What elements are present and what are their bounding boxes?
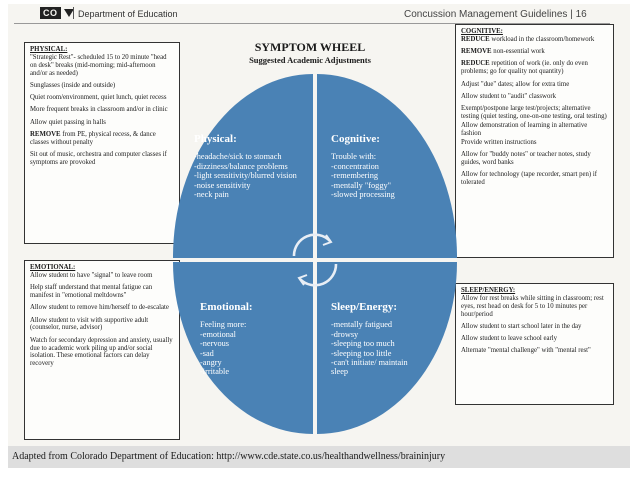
source-caption: Adapted from Colorado Department of Educ… [8,446,630,468]
quadrant-heading: Sleep/Energy: [331,301,397,313]
department-name: Department of Education [78,9,178,19]
panel-item: REMOVE non-essential work [461,48,608,56]
panel-item: Allow quiet passing in halls [30,118,106,126]
wheel-quadrant-physical [172,74,313,258]
wheel-title: SYMPTOM WHEEL [254,40,366,54]
panel-item: Provide written instructions [461,138,537,146]
panel-item: Adjust "due" dates; allow for extra time [461,80,570,88]
reduce-keyword: REDUCE [461,35,490,43]
panel-item: Sunglasses (inside and outside) [30,81,116,89]
page-header-title: Concussion Management Guidelines | 16 [404,9,587,20]
panel-item: Quiet room/environment, quiet lunch, qui… [30,94,167,102]
logo-text: CO [40,7,61,19]
remove-keyword: REMOVE [30,130,61,138]
panel-sleep-energy: SLEEP/ENERGY: Allow for rest breaks whil… [455,283,614,405]
panel-item: Allow for rest breaks while sitting in c… [461,294,604,318]
panel-item: More frequent breaks in classroom and/or… [30,106,168,114]
symptom-wheel [172,74,458,434]
panel-item: Watch for secondary depression and anxie… [30,336,173,368]
panel-item: Allow for technology (tape recorder, sma… [461,170,597,186]
panel-item-text: workload in the classroom/homework [491,35,595,43]
wheel-quadrant-cognitive [317,74,458,258]
panel-item-text: repetition of work (ie. only do even pro… [461,60,588,76]
panel-item-text: non-essential work [493,48,545,56]
panel-item-text: from PE, physical recess, & dance classe… [30,130,156,146]
panel-title: PHYSICAL: [30,46,68,53]
panel-cognitive: COGNITIVE: REDUCE workload in the classr… [455,24,614,258]
panel-item: "Strategic Rest"- scheduled 15 to 20 min… [30,53,167,77]
header-separator [73,7,74,19]
quadrant-items: -headache/sick to stomach -dizziness/bal… [194,152,297,199]
panel-emotional: EMOTIONAL: Allow student to have "signal… [24,260,180,440]
quadrant-heading: Cognitive: [331,133,380,145]
wheel-subtitle: Suggested Academic Adjustments [249,55,371,65]
panel-title: EMOTIONAL: [30,264,76,271]
panel-item: Allow student to have "signal" to leave … [30,271,153,279]
quadrant-items: -mentally fatigued -drowsy -sleeping too… [331,320,408,377]
panel-item: REMOVE from PE, physical recess, & dance… [30,131,174,147]
panel-item: Alternate "mental challenge" with "menta… [461,347,591,355]
panel-item: Sit out of music, orchestra and computer… [30,151,167,166]
cycle-arrows-icon [292,233,338,287]
panel-item: REDUCE repetition of work (ie. only do e… [461,60,608,76]
wheel-quadrant-sleep [317,262,457,434]
quadrant-emotional-text: Emotional: Feeling more: -emotional -ner… [200,301,310,377]
panel-item: Allow student to leave school early [461,335,558,343]
panel-item: Allow demonstration of learning in alter… [461,121,588,137]
panel-title: COGNITIVE: [461,28,503,35]
panel-item: Allow student to remove him/herself to d… [30,304,169,312]
panel-item: Allow student to start school later in t… [461,322,582,330]
panel-item: Exempt/postpone large test/projects; alt… [461,105,607,120]
quadrant-cognitive-text: Cognitive: Trouble with: -concentration … [331,133,451,199]
panel-physical: PHYSICAL: "Strategic Rest"- scheduled 15… [24,42,180,244]
quadrant-heading: Emotional: [200,301,253,313]
remove-keyword: REMOVE [461,48,492,56]
header-rule [14,23,610,24]
panel-item: Help staff understand that mental fatigu… [30,284,153,300]
quadrant-sleep-text: Sleep/Energy: -mentally fatigued -drowsy… [331,301,451,377]
logo-triangle-icon [63,9,74,17]
panel-item: Allow student to visit with supportive a… [30,316,149,332]
cde-logo: CO [40,7,74,19]
quadrant-items: Feeling more: -emotional -nervous -sad -… [200,320,247,377]
panel-item: Allow student to "audit" classwork [461,92,557,100]
quadrant-physical-text: Physical: -headache/sick to stomach -diz… [194,133,314,199]
panel-item: Allow for "buddy notes" or teacher notes… [461,150,591,166]
wheel-quadrant-emotional [173,262,313,434]
panel-item: REDUCE workload in the classroom/homewor… [461,36,608,44]
quadrant-items: Trouble with: -concentration -rememberin… [331,152,395,199]
quadrant-heading: Physical: [194,133,237,145]
reduce-keyword: REDUCE [461,60,490,68]
panel-title: SLEEP/ENERGY: [461,287,516,294]
